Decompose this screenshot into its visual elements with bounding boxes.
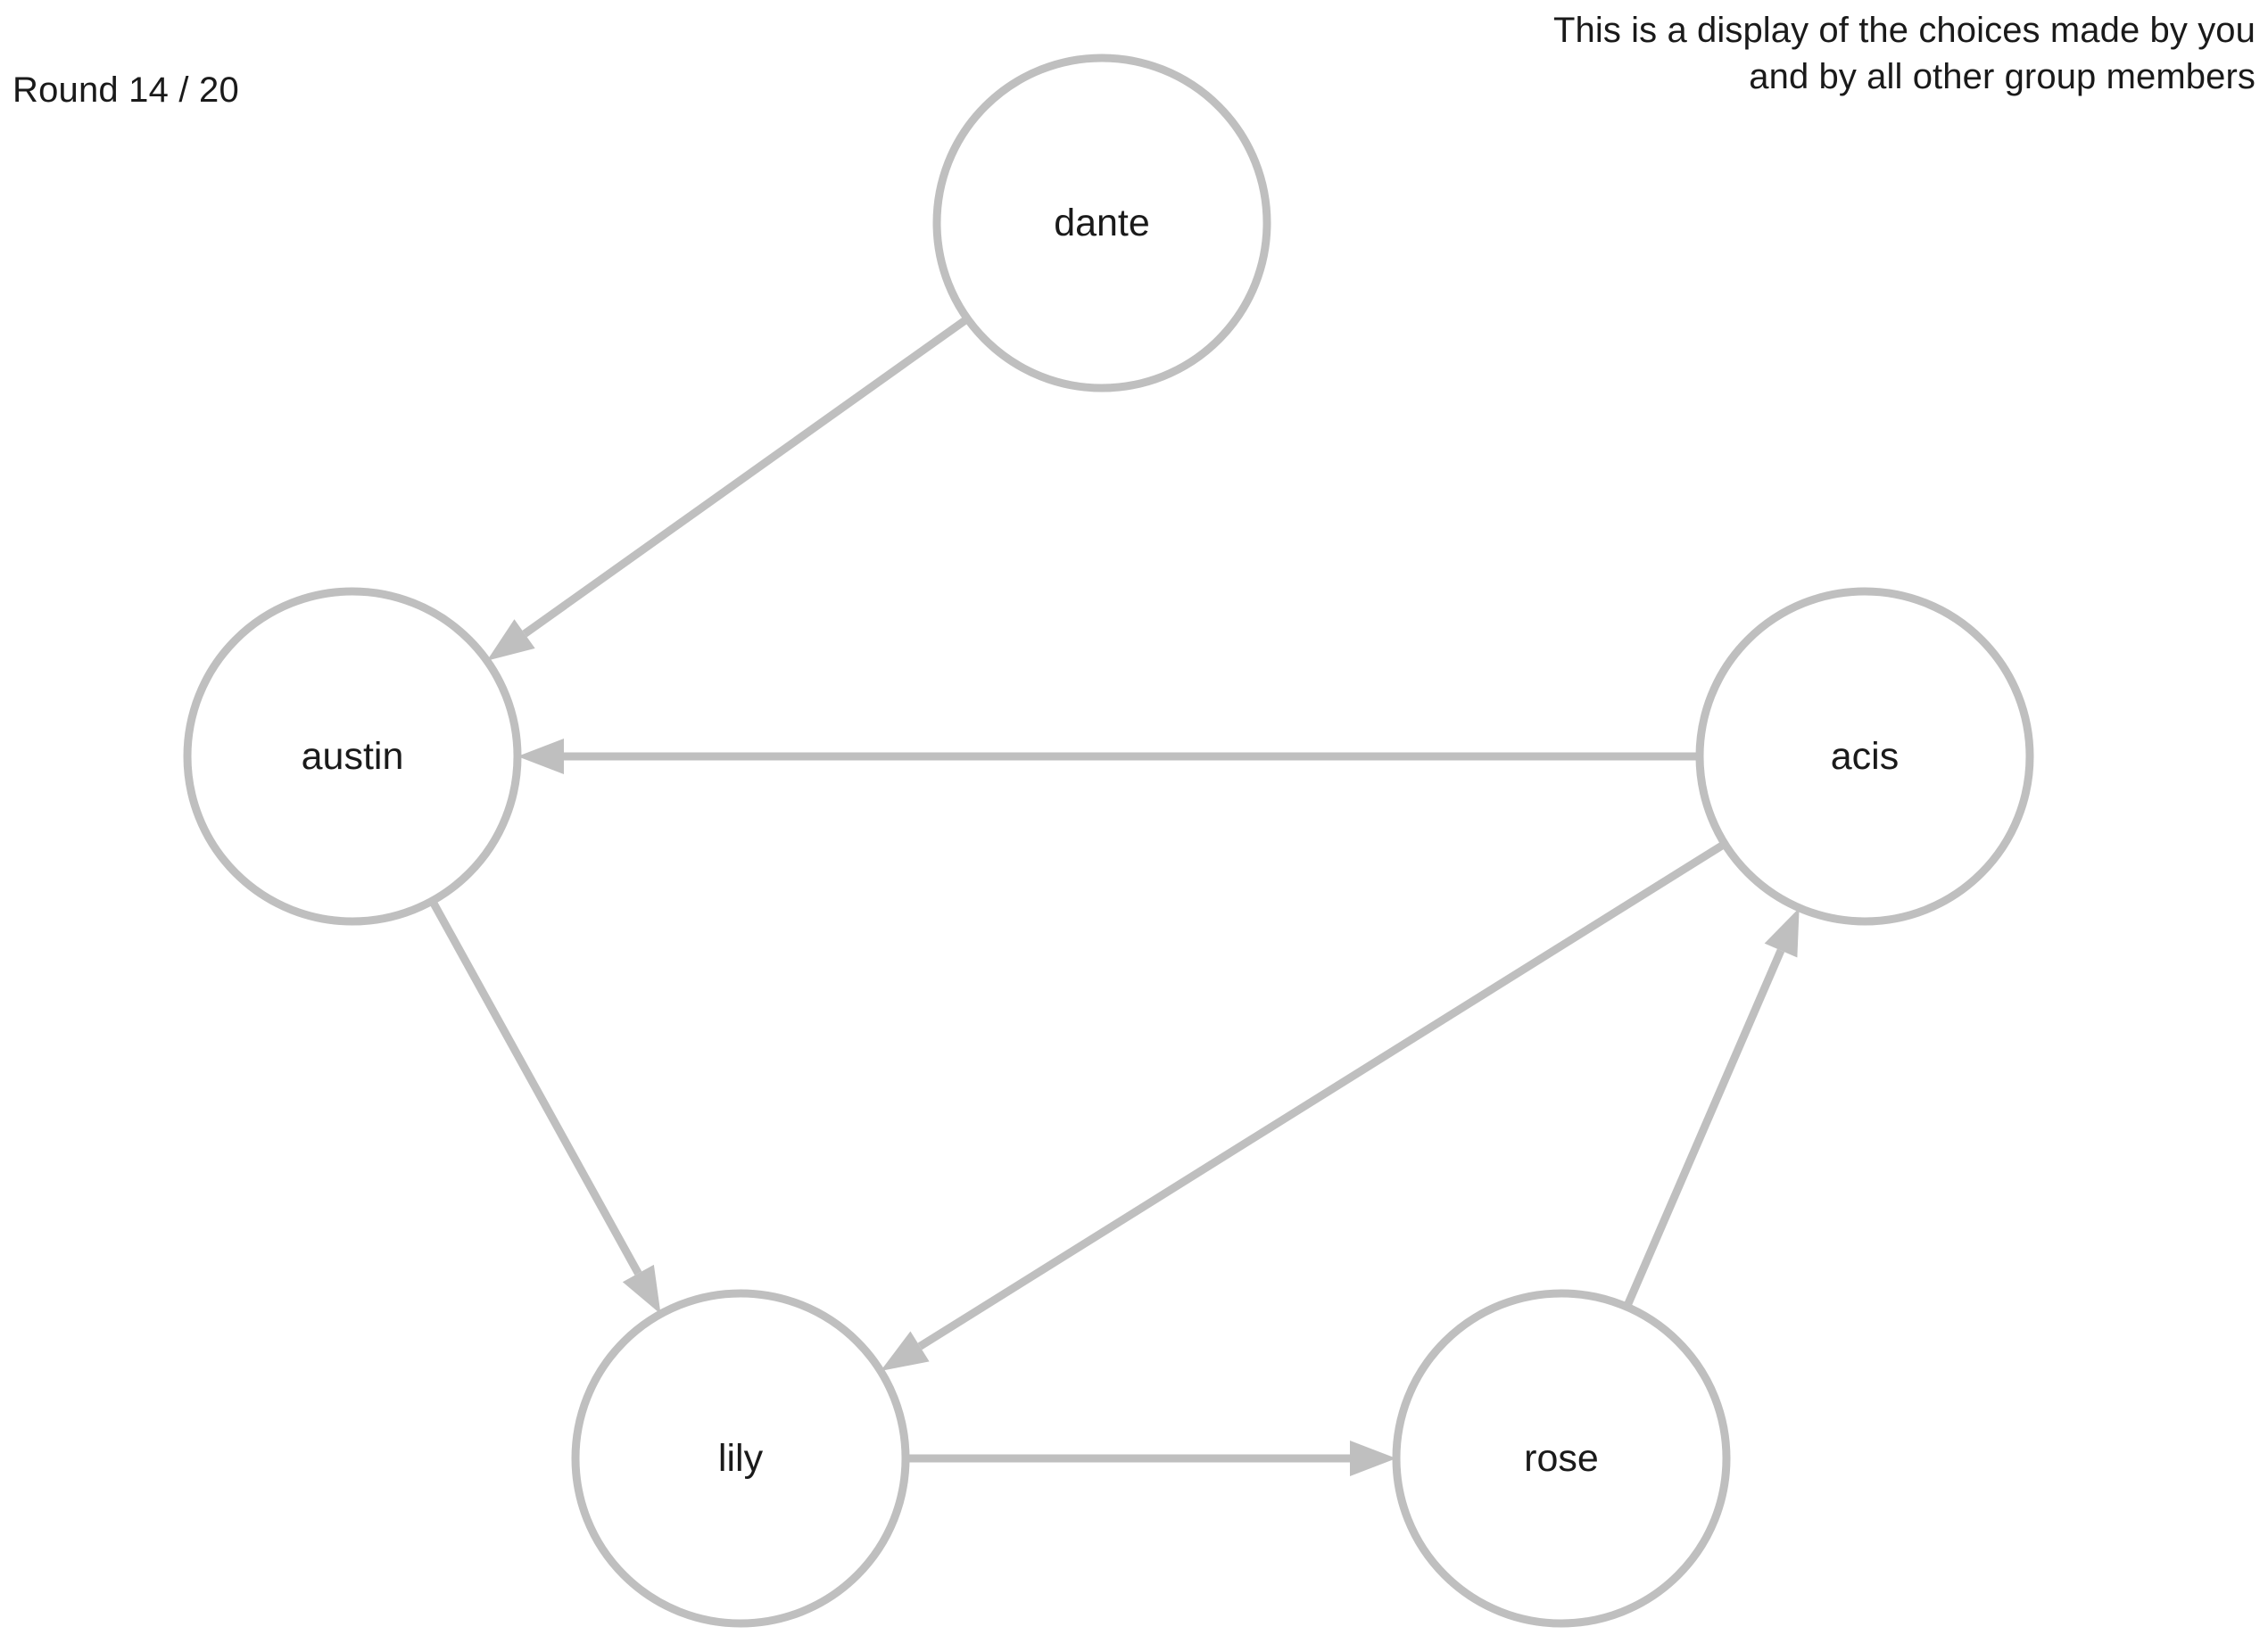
arrowhead-lily-rose [1350,1441,1396,1476]
node-circle-lily[interactable] [571,1289,910,1628]
node-label-rose: rose [1524,1437,1599,1480]
node-circle-acis[interactable] [1695,587,2034,926]
arrowhead-rose-acis [1764,907,1800,958]
node-layer: dante austin acis lily rose [183,54,2034,1628]
edge-acis-lily [917,840,1727,1350]
instruction-line-2: and by all other group members [1749,57,2256,96]
instruction-text: This is a display of the choices made by… [1553,7,2256,100]
edge-austin-lily [428,898,642,1276]
node-label-lily: lily [718,1437,764,1480]
node-acis[interactable]: acis [1695,587,2034,926]
edge-dante-austin [522,315,970,638]
arrowhead-acis-lily [880,1331,930,1371]
node-circle-dante[interactable] [932,54,1271,392]
arrowhead-austin-lily [622,1264,661,1315]
arrowhead-dante-austin [486,619,535,661]
edge-layer [428,315,1800,1476]
instruction-line-1: This is a display of the choices made by… [1552,11,2256,50]
node-lily[interactable]: lily [571,1289,910,1628]
edge-rose-acis [1623,948,1785,1309]
node-label-austin: austin [302,735,404,778]
node-label-dante: dante [1054,202,1150,244]
round-counter: Round 14 / 20 [12,70,239,110]
node-austin[interactable]: austin [183,587,522,926]
node-dante[interactable]: dante [932,54,1271,392]
node-label-acis: acis [1831,735,1899,778]
node-rose[interactable]: rose [1392,1289,1731,1628]
node-circle-rose[interactable] [1392,1289,1731,1628]
node-circle-austin[interactable] [183,587,522,926]
arrowhead-acis-austin [517,739,564,774]
